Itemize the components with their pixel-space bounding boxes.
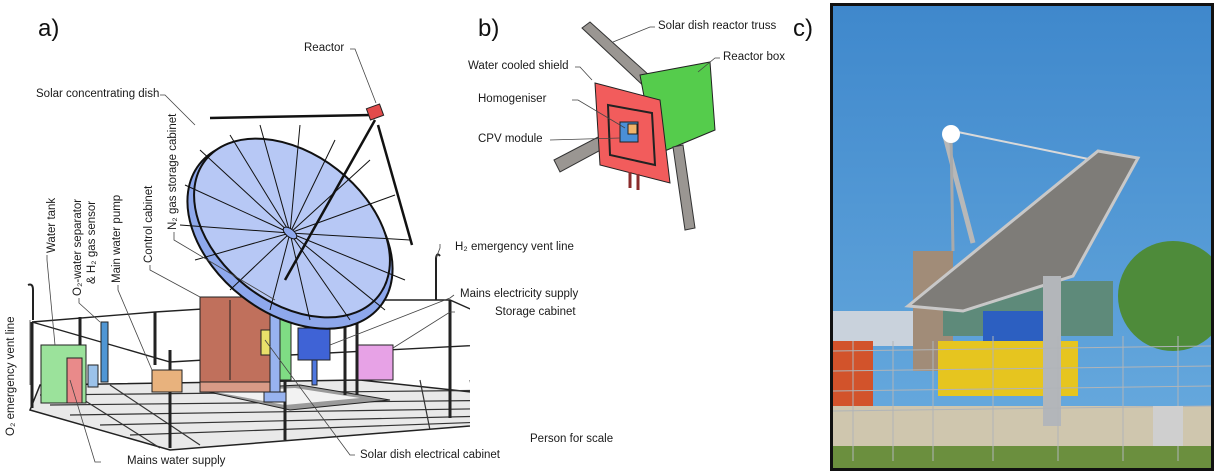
- label-solar-dish: Solar concentrating dish: [36, 88, 160, 100]
- label-o2-separator-1: O₂-water separator: [72, 198, 84, 296]
- panel-b-letter: b): [478, 15, 500, 42]
- label-control-cabinet: Control cabinet: [143, 185, 155, 263]
- label-truss: Solar dish reactor truss: [658, 20, 777, 32]
- label-mains-electricity: Mains electricity supply: [460, 288, 579, 300]
- storage-cabinet: [357, 344, 394, 381]
- label-n2-cabinet: N₂ gas storage cabinet: [167, 113, 179, 230]
- label-reactor-box: Reactor box: [723, 51, 786, 63]
- label-o2-separator-2: & H₂ gas sensor: [86, 200, 98, 284]
- reactor: [365, 103, 385, 121]
- label-mains-water: Mains water supply: [127, 455, 226, 467]
- truss-lower-right: [672, 144, 696, 231]
- panel-a: a) Reactor Solar concentrating dish Wate…: [0, 0, 613, 475]
- truss-pole-2: [949, 135, 955, 252]
- panel-c-letter: c): [793, 15, 813, 42]
- leader-lines: [29, 48, 455, 463]
- label-shield: Water cooled shield: [468, 60, 569, 72]
- tree: [1118, 241, 1211, 351]
- reactor-truss: [209, 113, 414, 281]
- main-water-pump: [151, 369, 183, 393]
- label-main-pump: Main water pump: [111, 194, 123, 283]
- panel-b: b) Solar dish reactor truss Reactor box …: [468, 0, 830, 240]
- panel-c-photo: [830, 3, 1214, 471]
- panel-a-drawing: [27, 48, 470, 463]
- fence-photo: [833, 336, 1211, 461]
- building-left: [833, 311, 913, 346]
- label-reactor: Reactor: [304, 42, 345, 54]
- label-electrical-cabinet: Solar dish electrical cabinet: [360, 449, 500, 461]
- control-cabinet-base: [199, 381, 271, 393]
- blue-container: [983, 311, 1048, 341]
- gray-cabinet: [1153, 406, 1183, 446]
- label-h2-vent: H₂ emergency vent line: [455, 241, 574, 253]
- pedestal-base: [263, 391, 287, 403]
- label-homogeniser: Homogeniser: [478, 93, 547, 105]
- control-cabinet: [199, 296, 271, 383]
- reactor-glare: [942, 125, 960, 143]
- o2-vent-pipe: [27, 283, 34, 320]
- electrical-cabinet: [297, 327, 331, 361]
- panel-b-leader-lines: [549, 26, 720, 141]
- panel-a-letter: a): [38, 15, 60, 42]
- truss-cable: [952, 130, 1099, 162]
- grass: [833, 446, 1211, 468]
- label-cpv: CPV module: [478, 133, 543, 145]
- o2-water-separator: [100, 321, 109, 383]
- label-storage-cabinet: Storage cabinet: [495, 306, 576, 318]
- solar-dish: [179, 124, 411, 330]
- truss-pole-1: [942, 135, 976, 244]
- dish-photo: [904, 149, 1141, 313]
- photo-illustration: [833, 6, 1211, 468]
- cpv-module: [627, 123, 638, 135]
- label-water-tank: Water tank: [46, 197, 58, 253]
- h2-vent-pipe: [435, 253, 441, 300]
- label-person: Person for scale: [530, 433, 614, 445]
- label-o2-vent: O₂ emergency vent line: [5, 316, 17, 436]
- water-filter: [87, 364, 99, 388]
- panel-b-drawing: [549, 21, 720, 231]
- electrical-cabinet-post: [311, 359, 318, 386]
- water-tank-panel: [66, 357, 83, 404]
